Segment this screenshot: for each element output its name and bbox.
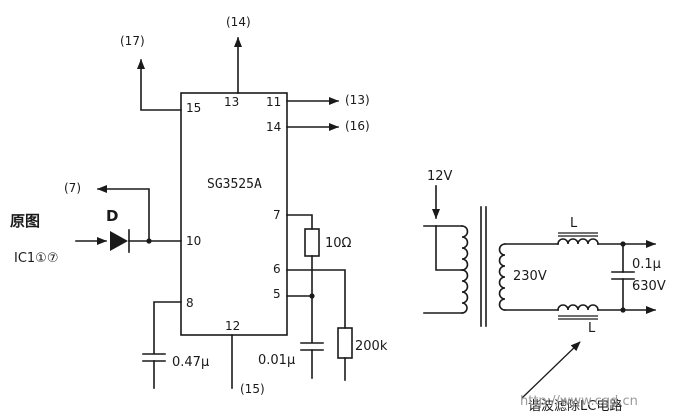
ref-14: (14) [226, 15, 251, 29]
input-voltage-label: 12V [427, 169, 453, 184]
resistor-200k [337, 327, 353, 359]
pin-11-label: 11 [266, 95, 281, 109]
inductor-top-core [558, 232, 598, 237]
cap-rating: 630V [632, 279, 666, 294]
pin-6-label: 6 [273, 262, 281, 276]
transformer-primary-coil [461, 225, 469, 271]
ref-15: (15) [240, 382, 265, 396]
pin-15-label: 15 [186, 101, 201, 115]
ic-label: SG3525A [207, 177, 262, 192]
inductor-bottom-core [558, 315, 598, 320]
ref-16: (16) [345, 119, 370, 133]
source-pin-label: IC1①⑦ [14, 251, 59, 266]
sg3525a-circuit: SG3525A 15 13 11 14 10 8 12 7 6 5 (17) (… [10, 15, 388, 396]
watermark: http://www.cqd.cn [520, 394, 638, 409]
cap-pin5-value: 0.01μ [258, 353, 295, 368]
diode-label: D [106, 207, 118, 225]
pin-5-label: 5 [273, 287, 281, 301]
ic-sg3525a-body [180, 92, 288, 336]
ref-13: (13) [345, 93, 370, 107]
wire-primary-left [435, 225, 463, 271]
source-label: 原图 [10, 212, 40, 230]
transformer-secondary-coil [498, 243, 506, 311]
secondary-voltage-label: 230V [513, 269, 547, 284]
pin-7-label: 7 [273, 208, 281, 222]
caption-pointer-arrow [521, 341, 581, 399]
pin-8-label: 8 [186, 296, 194, 310]
capacitor-filter [611, 271, 635, 280]
pin-10-label: 10 [186, 234, 201, 248]
wire-pin6 [286, 269, 346, 329]
res-200k-value: 200k [355, 339, 388, 354]
diode-d [110, 229, 130, 253]
wire-pin7 [286, 214, 313, 230]
resistor-10ohm [304, 228, 320, 257]
capacitor-pin5 [300, 342, 324, 351]
circuit-caption: 谐波滤除LC电路 [528, 398, 622, 414]
lc-filter-circuit: 12V 230V L L 0.1μ [423, 169, 666, 414]
wire-pin15 [137, 59, 182, 111]
wire-pin8 [153, 301, 182, 354]
cap-pin8-value: 0.47μ [172, 355, 209, 370]
wire-primary-lower [461, 269, 469, 314]
ref-7: (7) [64, 181, 81, 195]
capacitor-pin8 [142, 353, 166, 362]
ref-17: (17) [120, 34, 145, 48]
pin-13-label: 13 [224, 95, 239, 109]
cap-value: 0.1μ [632, 257, 661, 272]
wire-to-ref-7 [97, 185, 150, 242]
res-10ohm-value: 10Ω [325, 236, 352, 251]
pin-14-label: 14 [266, 120, 281, 134]
inductor-bottom-label: L [588, 321, 596, 336]
inductor-bottom-coil [557, 304, 599, 311]
pin-12-label: 12 [225, 319, 240, 333]
inductor-top-coil [557, 238, 599, 245]
inductor-top-label: L [570, 216, 578, 231]
